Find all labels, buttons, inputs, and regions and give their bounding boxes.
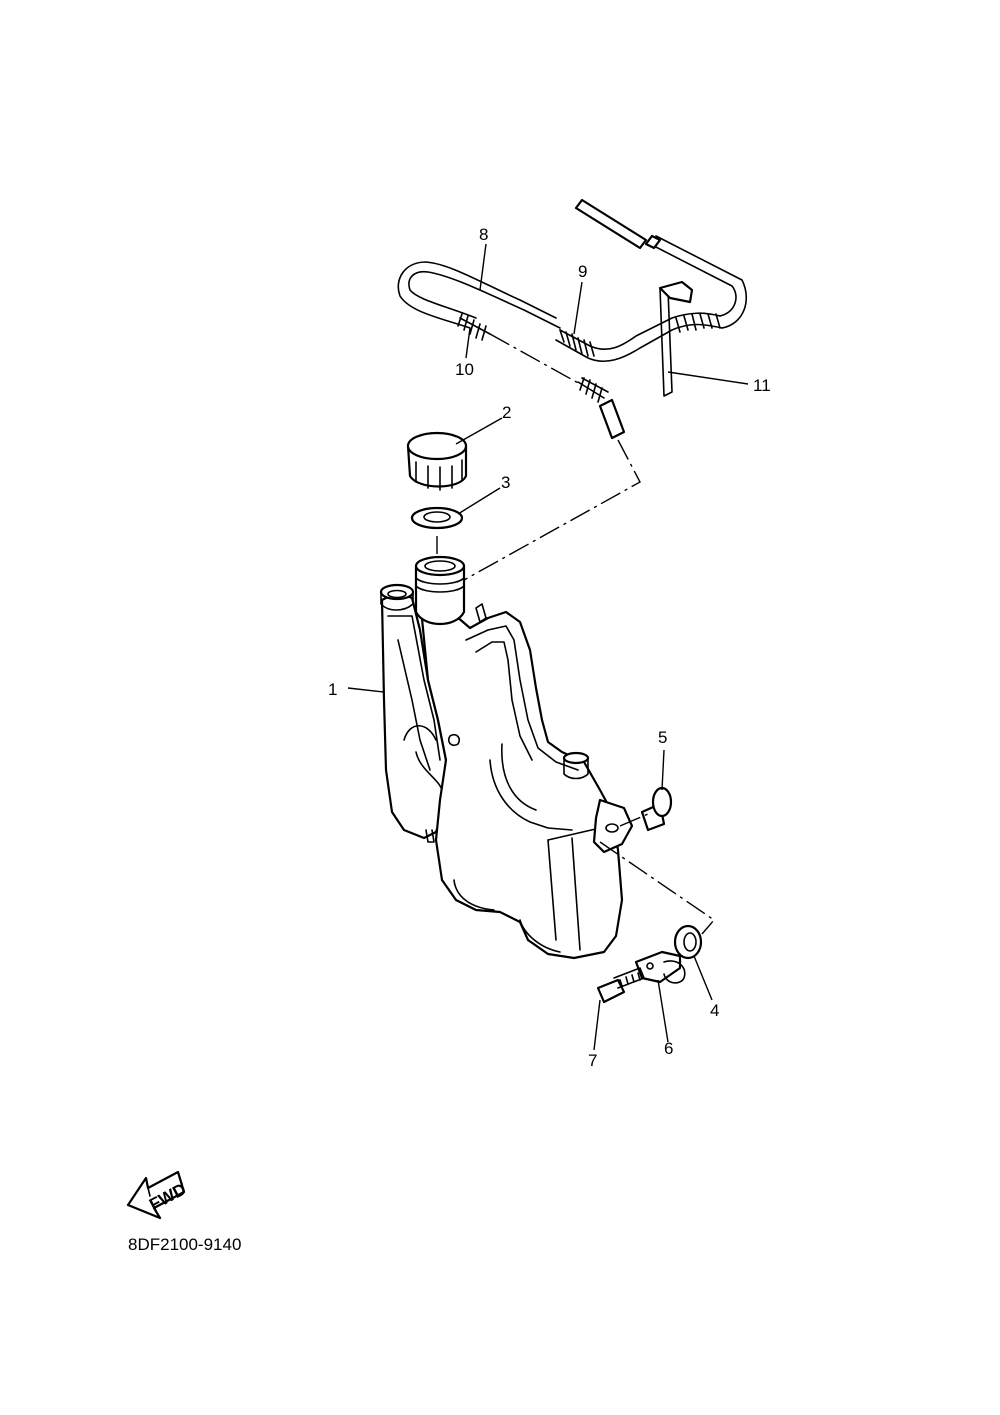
callout-10: 10: [455, 360, 474, 379]
leader-3: [457, 487, 501, 515]
callout-3: 3: [501, 473, 510, 492]
reservoir-filler-neck: [414, 564, 466, 625]
leader-2: [455, 417, 503, 445]
assembly-line-mount: [599, 841, 716, 935]
leader-11: [667, 371, 749, 385]
reservoir-mount-ear: [592, 798, 634, 854]
callout-4: 4: [710, 1001, 719, 1020]
leader-6: [657, 979, 669, 1043]
grommet-4: [673, 924, 703, 960]
leader-1: [347, 687, 385, 693]
leader-10: [465, 327, 471, 359]
callout-1: 1: [328, 680, 337, 699]
callout-5: 5: [658, 728, 667, 747]
callout-9: 9: [578, 262, 587, 281]
spring-9: [559, 329, 595, 357]
bolt-7: [596, 967, 645, 1004]
drawing-code: 8DF2100-9140: [128, 1235, 242, 1254]
breather-hose-assembly: [397, 198, 747, 440]
callout-2: 2: [502, 403, 511, 422]
leader-5: [661, 749, 665, 791]
reservoir-cap: [406, 431, 468, 491]
reservoir-tank: [379, 555, 634, 960]
leader-8: [479, 243, 487, 291]
callout-6: 6: [664, 1039, 673, 1058]
leader-7: [593, 999, 601, 1051]
assembly-line-hose: [463, 439, 641, 581]
cap-gasket: [410, 506, 464, 530]
fwd-arrow: FWD: [126, 1170, 189, 1220]
leader-9: [573, 281, 583, 335]
leader-4: [693, 955, 713, 1001]
callout-11: 11: [753, 376, 771, 395]
reservoir-tank-main-body: [418, 596, 624, 960]
collar-5: [640, 786, 673, 832]
callout-7: 7: [588, 1051, 597, 1070]
callout-8: 8: [479, 225, 488, 244]
hose-holder: [658, 280, 694, 397]
hose-8: [397, 261, 557, 329]
